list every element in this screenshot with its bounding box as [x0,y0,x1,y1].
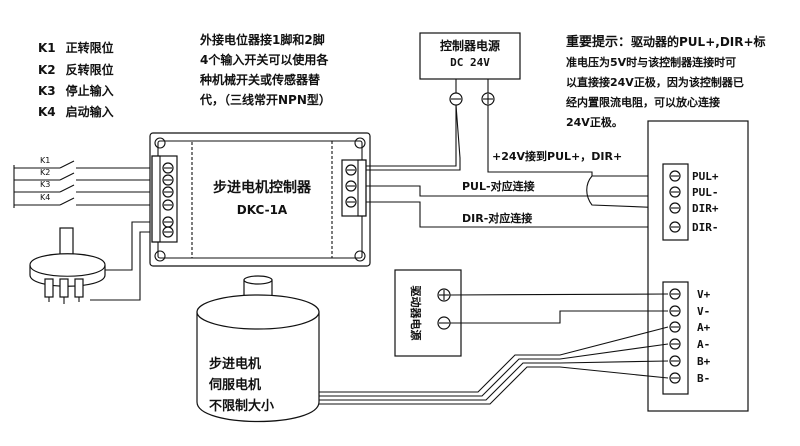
switch-k3-label: K3 [40,180,50,189]
motor-line-1: 步进电机 [209,356,261,372]
power-voltage: DC 24V [450,56,490,69]
power-positive-terminal-icon [481,92,495,106]
switch-k1: K1 [14,156,160,169]
motor-line-2: 伺服电机 [208,377,261,393]
driver-terminal-pul-plus: PUL+ [692,170,719,183]
wire-label-plus24: +24V接到PUL+，DIR+ [492,149,622,163]
driver-power-supply: 驱动器电源 [394,269,669,357]
power-negative-terminal-icon [449,92,463,106]
controller-right-terminal-block [341,159,367,217]
driver-terminal-b-minus: B- [697,372,710,385]
controller-left-terminal-block [151,155,178,243]
driver-terminal-dir-minus: DIR- [692,221,719,234]
switch-k2-label: K2 [40,168,50,177]
driver-power-label: 驱动器电源 [409,286,423,341]
input-note-line-3: 种机械开关或传感器替 [199,72,321,87]
motor-line-3: 不限制大小 [209,398,274,414]
driver-terminal-pul-minus: PUL- [692,186,719,199]
driver-power-negative-icon [437,316,451,330]
input-note-line-2: 4个输入开关可以使用各 [200,52,329,67]
switch-k4: K4 [14,193,160,206]
input-note-line-1: 外接电位器接1脚和2脚 [200,32,325,47]
signal-wires: +24V接到PUL+，DIR+ PUL-对应连接 DIR-对应连接 [366,104,669,228]
switch-k3: K3 [14,180,160,193]
controller-model: DKC-1A [237,203,288,217]
tip-line-4: 经内置限流电阻，可以放心连接 [566,95,720,109]
switch-k4-label: K4 [40,193,50,202]
stepper-controller: 步进电机控制器 DKC-1A [149,132,371,267]
power-box [419,32,521,80]
tip-line-2: 准电压为5V时与该控制器连接时可 [566,55,736,69]
driver-terminal-v-plus: V+ [697,288,711,301]
motor-phase-wires [319,326,669,405]
input-note: 外接电位器接1脚和2脚 4个输入开关可以使用各 种机械开关或传感器替 代，（三线… [199,32,331,107]
stepper-motor: 步进电机 伺服电机 不限制大小 [196,275,320,423]
controller-power-supply: 控制器电源 DC 24V [419,32,521,106]
driver-terminal-a-plus: A+ [697,321,711,334]
driver-power-positive-icon [437,288,451,302]
driver-terminal-dir-plus: DIR+ [692,202,719,215]
power-title: 控制器电源 [440,38,500,53]
input-note-line-4: 代，（三线常开NPN型） [199,92,331,107]
important-tip: 重要提示：驱动器的PUL+,DIR+标 准电压为5V时与该控制器连接时可 以直接… [566,34,766,129]
driver-terminal-a-minus: A- [697,338,710,351]
tip-line-1: 重要提示：驱动器的PUL+,DIR+标 [566,34,766,50]
tip-line-5: 24V正极。 [566,115,623,129]
driver-terminal-v-minus: V- [697,305,710,318]
driver-terminal-b-plus: B+ [697,355,711,368]
potentiometer-icon [29,221,160,304]
switch-k2: K2 [14,168,160,181]
controller-name: 步进电机控制器 [213,179,312,196]
stepper-driver: PUL+ PUL- DIR+ DIR- V+ V- A+ A- B+ B- [647,120,749,412]
tip-line-3: 以直接接24V正极，因为该控制器已 [566,75,744,89]
input-switches: K1 K2 K3 K4 [13,156,160,208]
wire-label-pul: PUL-对应连接 [462,179,535,193]
wire-label-dir: DIR-对应连接 [462,211,532,225]
switch-k1-label: K1 [40,156,50,165]
